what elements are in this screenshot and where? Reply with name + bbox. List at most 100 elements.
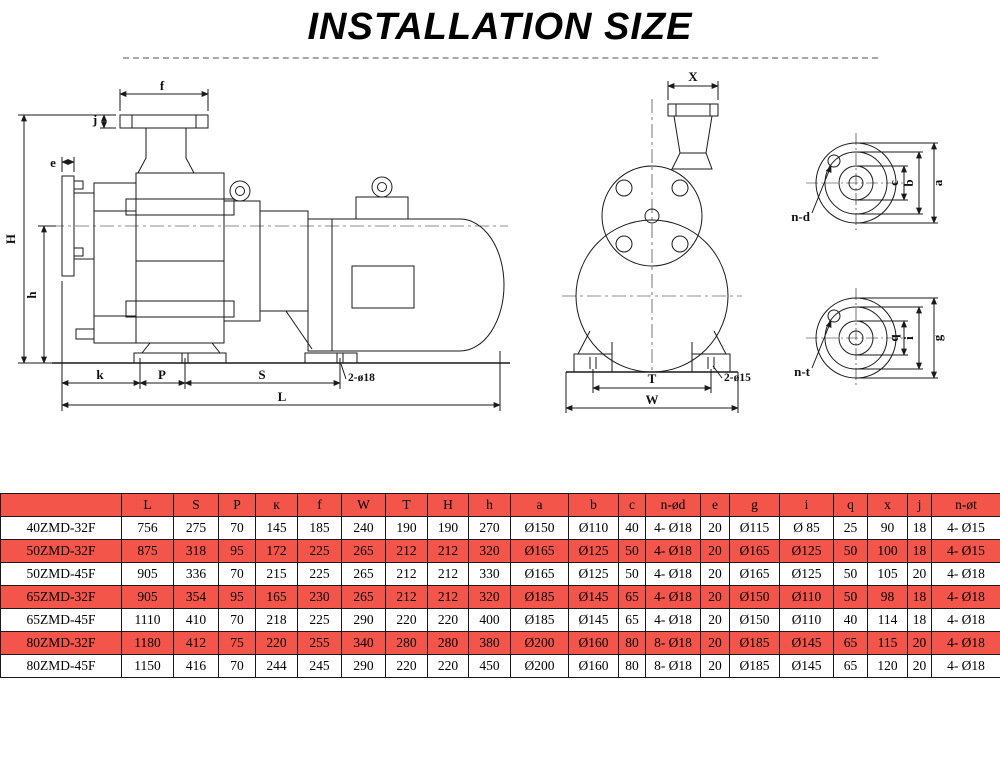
- column-header: i: [779, 493, 834, 517]
- dim-label-X: X: [688, 69, 698, 84]
- value-cell: 4- Ø18: [645, 585, 701, 609]
- dim-label-q: q: [886, 334, 901, 342]
- column-header: a: [510, 493, 569, 517]
- value-cell: 212: [427, 585, 469, 609]
- value-cell: Ø165: [510, 562, 569, 586]
- value-cell: 275: [173, 516, 219, 540]
- value-cell: 905: [121, 585, 174, 609]
- column-header: H: [427, 493, 469, 517]
- column-header: W: [341, 493, 386, 517]
- value-cell: 4- Ø18: [931, 585, 1000, 609]
- dim-label-a: a: [930, 179, 945, 186]
- dim-label-P: P: [158, 367, 166, 382]
- value-cell: 18: [907, 539, 932, 563]
- column-header: g: [729, 493, 780, 517]
- value-cell: 50: [618, 539, 646, 563]
- value-cell: 290: [341, 608, 386, 632]
- value-cell: 145: [255, 516, 298, 540]
- value-cell: Ø150: [729, 608, 780, 632]
- title-separator: [122, 57, 878, 59]
- value-cell: 412: [173, 631, 219, 655]
- value-cell: 220: [427, 654, 469, 678]
- value-cell: Ø110: [568, 516, 619, 540]
- value-cell: Ø125: [568, 562, 619, 586]
- column-header: P: [218, 493, 256, 517]
- value-cell: 875: [121, 539, 174, 563]
- value-cell: 336: [173, 562, 219, 586]
- value-cell: 380: [468, 631, 511, 655]
- value-cell: 18: [907, 516, 932, 540]
- value-cell: 255: [297, 631, 342, 655]
- value-cell: 4- Ø18: [645, 608, 701, 632]
- model-cell: 80ZMD-45F: [0, 654, 122, 678]
- column-header: S: [173, 493, 219, 517]
- value-cell: 4- Ø18: [931, 654, 1000, 678]
- value-cell: Ø110: [779, 585, 834, 609]
- value-cell: 20: [700, 562, 730, 586]
- value-cell: Ø145: [779, 654, 834, 678]
- value-cell: 4- Ø15: [931, 539, 1000, 563]
- value-cell: 8- Ø18: [645, 631, 701, 655]
- value-cell: 80: [618, 631, 646, 655]
- value-cell: Ø125: [779, 539, 834, 563]
- value-cell: Ø 85: [779, 516, 834, 540]
- dim-label-b: b: [901, 179, 916, 186]
- value-cell: 220: [427, 608, 469, 632]
- value-cell: 340: [341, 631, 386, 655]
- value-cell: 65: [833, 654, 868, 678]
- dim-label-H: H: [3, 234, 18, 244]
- value-cell: 115: [867, 631, 908, 655]
- value-cell: 330: [468, 562, 511, 586]
- dim-label-j: j: [92, 112, 97, 127]
- value-cell: Ø165: [729, 562, 780, 586]
- value-cell: 50: [833, 562, 868, 586]
- value-cell: Ø185: [729, 631, 780, 655]
- value-cell: 20: [700, 608, 730, 632]
- value-cell: 190: [427, 516, 469, 540]
- value-cell: 20: [700, 539, 730, 563]
- value-cell: 320: [468, 585, 511, 609]
- bolt-label-nt: n-t: [794, 364, 811, 379]
- value-cell: 70: [218, 562, 256, 586]
- value-cell: Ø115: [729, 516, 780, 540]
- value-cell: 20: [907, 631, 932, 655]
- model-cell: 65ZMD-32F: [0, 585, 122, 609]
- column-header: T: [385, 493, 428, 517]
- column-header: [0, 493, 122, 517]
- value-cell: 4- Ø18: [645, 562, 701, 586]
- column-header: L: [121, 493, 174, 517]
- value-cell: 20: [700, 585, 730, 609]
- discharge-flange-detail: [806, 133, 938, 233]
- value-cell: 172: [255, 539, 298, 563]
- value-cell: 212: [427, 562, 469, 586]
- dim-label-W: W: [646, 392, 659, 407]
- value-cell: 265: [341, 585, 386, 609]
- value-cell: Ø150: [510, 516, 569, 540]
- value-cell: 20: [700, 654, 730, 678]
- value-cell: Ø200: [510, 654, 569, 678]
- front-view-drawing: [562, 81, 742, 413]
- value-cell: 354: [173, 585, 219, 609]
- value-cell: Ø150: [729, 585, 780, 609]
- value-cell: Ø185: [510, 585, 569, 609]
- model-cell: 50ZMD-45F: [0, 562, 122, 586]
- value-cell: 65: [618, 585, 646, 609]
- value-cell: 270: [468, 516, 511, 540]
- dim-label-L: L: [278, 389, 287, 404]
- value-cell: 98: [867, 585, 908, 609]
- value-cell: 4- Ø18: [931, 631, 1000, 655]
- value-cell: 1150: [121, 654, 174, 678]
- value-cell: 220: [385, 608, 428, 632]
- value-cell: 1180: [121, 631, 174, 655]
- dim-label-h: h: [24, 291, 39, 299]
- value-cell: 20: [907, 562, 932, 586]
- value-cell: 114: [867, 608, 908, 632]
- value-cell: 95: [218, 585, 256, 609]
